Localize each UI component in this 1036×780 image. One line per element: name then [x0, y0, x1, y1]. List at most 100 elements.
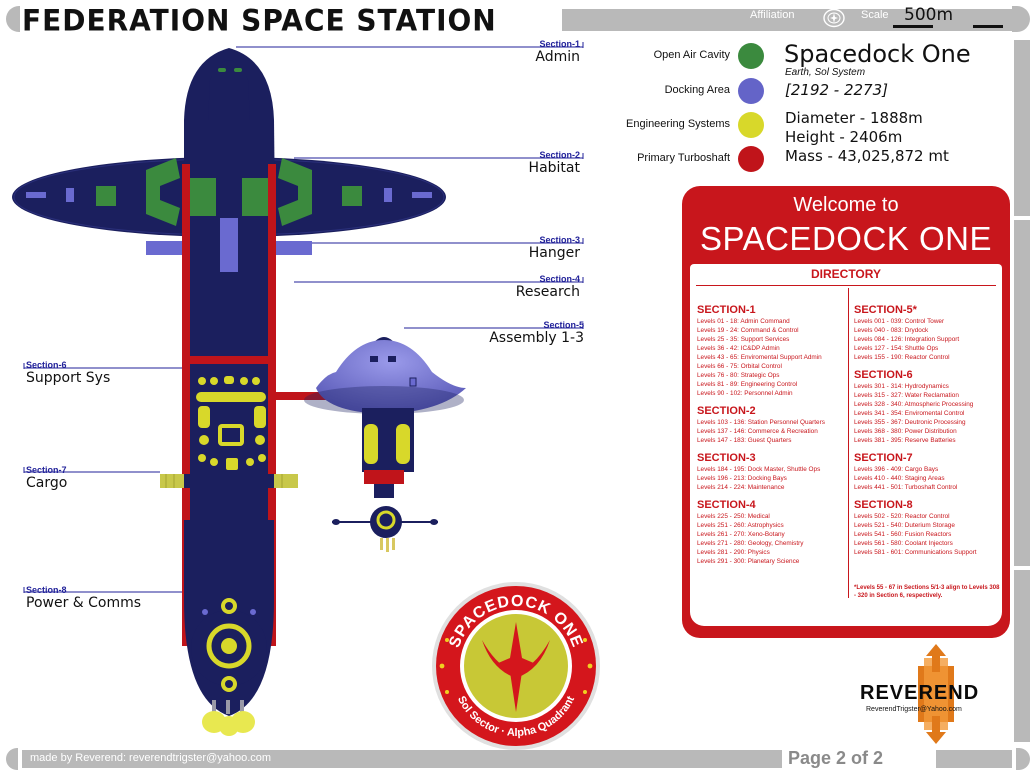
- scale-bar-segment: [893, 25, 933, 28]
- directory-line: Levels 103 - 136: Station Personnel Quar…: [697, 419, 825, 426]
- spacedock-emblem: SPACEDOCK ONE Sol Sector · Alpha Quadran…: [432, 582, 600, 750]
- station-name: Spacedock One: [784, 40, 971, 68]
- directory-line: Levels 301 - 314: Hydrodynamics: [854, 383, 949, 390]
- directory-line: Levels 410 - 440: Staging Areas: [854, 475, 945, 482]
- directory-line: Levels 81 - 89: Engineering Control: [697, 381, 798, 388]
- directory-line: Levels 502 - 520: Reactor Control: [854, 513, 950, 520]
- turboshaft: [268, 164, 276, 646]
- scale-bar-segment: [973, 25, 1003, 28]
- directory-line: Levels 368 - 380: Power Distribution: [854, 428, 957, 435]
- directory-section-title: SECTION-2: [697, 405, 756, 417]
- directory-line: Levels 381 - 395: Reserve Batteries: [854, 437, 956, 444]
- rail-notch: [1014, 216, 1030, 220]
- footer-fill: [22, 750, 782, 768]
- directory-line: Levels 25 - 35: Support Services: [697, 336, 790, 343]
- station-height: Height - 2406m: [785, 128, 903, 146]
- logo-arrows-icon: [918, 644, 954, 744]
- footer-fill: [936, 750, 1012, 768]
- banner-cap: [6, 6, 20, 32]
- turboshaft: [182, 164, 190, 646]
- directory-line: Levels 396 - 409: Cargo Bays: [854, 466, 939, 473]
- directory-line: Levels 137 - 146: Commerce & Recreation: [697, 428, 818, 435]
- reverend-logo: REVEREND ReverendTrigster@Yahoo.com: [856, 644, 1020, 744]
- legend-swatch: [738, 112, 764, 138]
- legend-turboshaft: Primary Turboshaft: [560, 146, 764, 172]
- directory-section-title: SECTION-6: [854, 369, 913, 381]
- directory-rule: [696, 285, 996, 286]
- directory-section-title: SECTION-8: [854, 499, 913, 511]
- scale-label: Scale: [861, 9, 889, 21]
- directory-line: Levels 040 - 083: Drydock: [854, 327, 929, 334]
- scale-value: 500m: [904, 5, 954, 25]
- directory-line: Levels 36 - 42: IC&DP Admin: [697, 345, 780, 352]
- page-number: Page 2 of 2: [788, 748, 884, 768]
- legend-swatch: [738, 146, 764, 172]
- federation-seal-icon: [823, 8, 845, 28]
- directory-line: Levels 291 - 300: Planetary Science: [697, 558, 800, 565]
- legend-swatch: [738, 78, 764, 104]
- directory-section-title: SECTION-5*: [854, 304, 917, 316]
- banner-end: [1012, 6, 1030, 32]
- directory-title: SPACEDOCK ONE: [700, 220, 992, 257]
- directory-line: Levels 76 - 80: Strategic Ops: [697, 372, 780, 379]
- directory-line: Levels 341 - 354: Enviromental Control: [854, 410, 965, 417]
- directory-right-column: SECTION-5* Levels 001 - 039: Control Towe…: [854, 304, 1004, 564]
- directory-section-title: SECTION-7: [854, 452, 913, 464]
- rail-notch: [1014, 566, 1030, 570]
- directory-line: Levels 441 - 501: Turboshaft Control: [854, 484, 958, 491]
- directory-line: Levels 281 - 290: Physics: [697, 549, 770, 556]
- directory-heading: DIRECTORY: [810, 267, 881, 281]
- open-air-cavity: [278, 158, 312, 226]
- directory-line: Levels 561 - 580: Coolant Injectors: [854, 540, 953, 547]
- legend-open-air: Open Air Cavity: [560, 43, 764, 69]
- directory-divider: [848, 288, 849, 598]
- logo-name: REVEREND: [860, 682, 980, 704]
- directory-section-title: SECTION-4: [697, 499, 756, 511]
- logo-email: ReverendTrigster@Yahoo.com: [866, 706, 962, 713]
- directory-line: Levels 328 - 340: Atmospheric Processing: [854, 401, 974, 408]
- directory-line: Levels 271 - 280: Geology, Chemistry: [697, 540, 804, 547]
- assembly-module: [304, 337, 466, 552]
- directory-line: Levels 001 - 039: Control Tower: [854, 318, 945, 325]
- directory-line: Levels 127 - 154: Shuttle Ops: [854, 345, 939, 352]
- directory-line: Levels 196 - 213: Docking Bays: [697, 475, 787, 482]
- docking-area: [146, 241, 190, 255]
- directory-line: Levels 66 - 75: Orbital Control: [697, 363, 782, 370]
- docking-area: [268, 241, 312, 255]
- legend-swatch: [738, 43, 764, 69]
- open-air-cavity: [146, 158, 180, 226]
- directory-welcome: Welcome to: [793, 194, 899, 216]
- directory-line: Levels 90 - 102: Personnel Admin: [697, 390, 793, 397]
- station-years: [2192 - 2273]: [785, 81, 889, 99]
- directory-section-title: SECTION-1: [697, 304, 756, 316]
- directory-line: Levels 355 - 367: Deutronic Processing: [854, 419, 966, 426]
- directory-section-title: SECTION-3: [697, 452, 756, 464]
- directory-line: Levels 01 - 18: Admin Command: [697, 318, 790, 325]
- page-title: FEDERATION SPACE STATION: [22, 3, 497, 38]
- directory-line: Levels 541 - 560: Fusion Reactors: [854, 531, 952, 538]
- directory-note: *Levels 55 - 67 in Sections 5/1-3 align …: [854, 585, 1000, 599]
- station-mass: Mass - 43,025,872 mt: [785, 147, 949, 165]
- directory-line: Levels 251 - 260: Astrophysics: [697, 522, 784, 529]
- directory-line: Levels 19 - 24: Command & Control: [697, 327, 799, 334]
- directory-line: Levels 315 - 327: Water Reclamation: [854, 392, 959, 399]
- top-banner: FEDERATION SPACE STATION Affiliation Sca…: [6, 3, 1030, 38]
- legend-docking: Docking Area: [560, 78, 764, 104]
- directory-line: Levels 084 - 126: Integration Support: [854, 336, 960, 343]
- directory-line: Levels 261 - 270: Xeno-Botany: [697, 531, 785, 538]
- footer-end: [1016, 748, 1030, 770]
- station-location: Earth, Sol System: [785, 67, 866, 78]
